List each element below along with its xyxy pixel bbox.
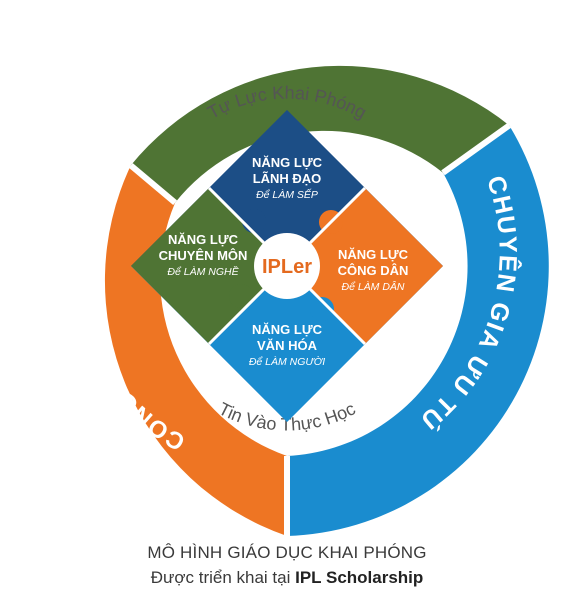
quadrant-top-text: NĂNG LỰC LÃNH ĐẠO Để LÀM SẾP — [252, 155, 323, 201]
knob-left-into-bottom — [229, 284, 253, 308]
quadrant-top-line1: NĂNG LỰC — [252, 155, 323, 170]
quadrant-left-line2: CHUYÊN MÔN — [159, 248, 248, 263]
quadrant-right-line2: CÔNG DÂN — [338, 263, 409, 278]
knob-top-into-left — [242, 209, 266, 233]
caption-subtitle-bold: IPL Scholarship — [295, 568, 424, 587]
caption-subtitle: Được triển khai tại IPL Scholarship — [0, 568, 574, 588]
quadrant-bottom-line2: VĂN HÓA — [257, 338, 318, 353]
quadrant-left-sub: Để LÀM NGHỀ — [167, 265, 239, 278]
quadrant-top-line2: LÃNH ĐẠO — [253, 171, 322, 186]
quadrant-right-line1: NĂNG LỰC — [338, 247, 409, 262]
quadrant-right-text: NĂNG LỰC CÔNG DÂN Để LÀM DÂN — [338, 247, 409, 293]
quadrant-left-text: NĂNG LỰC CHUYÊN MÔN Để LÀM NGHỀ — [159, 232, 248, 278]
caption-subtitle-prefix: Được triển khai tại — [150, 568, 291, 587]
quadrant-bottom-text: NĂNG LỰC VĂN HÓA Để LÀM NGƯỜI — [249, 322, 325, 368]
quadrant-bottom-line1: NĂNG LỰC — [252, 322, 323, 337]
outer-ring-top-segment — [130, 65, 510, 203]
outer-ring-right-segment — [287, 125, 549, 537]
center-label: IPLer — [262, 256, 312, 278]
quadrant-right-sub: Để LÀM DÂN — [341, 280, 404, 293]
quadrant-top-sub: Để LÀM SẾP — [256, 188, 318, 201]
center-circle — [254, 233, 320, 299]
quadrant-left-line1: NĂNG LỰC — [168, 232, 239, 247]
caption-title: MÔ HÌNH GIÁO DỤC KHAI PHÓNG — [147, 543, 427, 562]
quadrant-bottom-sub: Để LÀM NGƯỜI — [249, 355, 325, 368]
knob-bottom-into-right — [310, 297, 334, 321]
